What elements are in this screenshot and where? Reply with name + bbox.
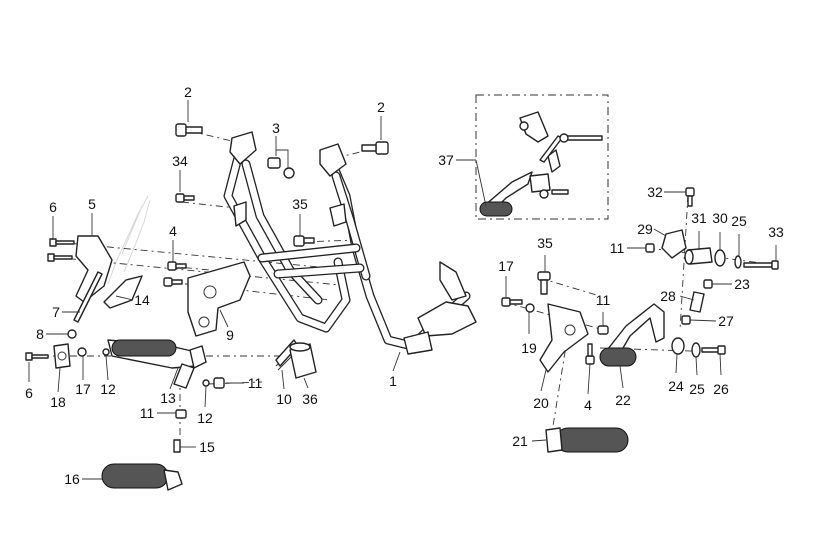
callout-11c: 11: [595, 292, 611, 308]
callout-19: 19: [521, 340, 537, 356]
bolt-6-upper: [47, 238, 75, 262]
callout-27: 27: [718, 313, 734, 329]
callout-24: 24: [668, 378, 684, 394]
shift-pedal-22: [599, 303, 665, 367]
callout-35a: 35: [292, 196, 308, 212]
callout-7: 7: [52, 304, 60, 320]
callout-25b: 25: [689, 381, 705, 397]
callout-28: 28: [660, 288, 676, 304]
bolt-17-right: [501, 297, 523, 307]
callout-14: 14: [134, 292, 150, 308]
callout-4b: 4: [584, 397, 592, 413]
ghost-outline: [107, 195, 151, 285]
arm-29: [661, 229, 687, 259]
pedal-13: [107, 339, 207, 389]
callout-2a: 2: [184, 84, 192, 100]
bolt-33: [743, 260, 779, 270]
callout-6b: 6: [25, 385, 33, 401]
callout-21: 21: [512, 433, 528, 449]
callout-17b: 17: [498, 258, 514, 274]
callout-11b: 11: [247, 375, 263, 391]
callout-2b: 2: [377, 99, 385, 115]
pivot-18: [53, 343, 71, 369]
callout-12a: 12: [100, 381, 116, 397]
callout-36: 36: [302, 391, 318, 407]
callout-3: 3: [272, 120, 280, 136]
bolt-34: [175, 193, 195, 203]
washer-19: [525, 303, 535, 313]
callout-11a: 11: [139, 405, 155, 421]
pin-15: [173, 439, 181, 453]
inset-37: [475, 94, 609, 220]
bolt-26: [701, 345, 726, 355]
callout-37: 37: [438, 152, 454, 168]
callout-25a: 25: [731, 213, 747, 229]
washer-17-left: [77, 347, 87, 357]
callout-26: 26: [713, 381, 729, 397]
callout-1: 1: [389, 373, 397, 389]
callout-12b: 12: [197, 410, 213, 426]
callout-11d: 11: [609, 240, 625, 256]
callout-29: 29: [637, 221, 653, 237]
callout-31: 31: [691, 210, 707, 226]
nut-11-left: [175, 377, 225, 419]
callout-10: 10: [276, 391, 292, 407]
washer-8: [67, 329, 77, 339]
clip-12-left: [102, 348, 110, 356]
callout-16: 16: [64, 471, 80, 487]
bracket-5: [75, 235, 113, 303]
nut-27: [681, 315, 691, 325]
callout-15: 15: [199, 439, 215, 455]
callout-9: 9: [226, 327, 234, 343]
sleeve-31: [684, 247, 713, 265]
nut-23: [703, 279, 713, 289]
bushing-30: [714, 249, 726, 267]
bolt-32: [685, 187, 695, 207]
footrest-16: [101, 463, 183, 491]
washer-24: [671, 337, 685, 355]
callout-23: 23: [734, 276, 750, 292]
main-frame: [223, 131, 477, 355]
washer-25-upper: [734, 255, 742, 269]
bolt-2-right: [361, 141, 389, 155]
callout-22: 22: [615, 392, 631, 408]
callout-17a: 17: [75, 381, 91, 397]
bolt-2-left: [175, 123, 203, 137]
bolt-35-right: [537, 271, 551, 295]
callout-32: 32: [647, 184, 663, 200]
bolt-35-upper: [293, 235, 315, 247]
bolt-4-left: [163, 261, 187, 287]
bracket-9: [187, 261, 251, 337]
nut-11-right: [597, 325, 609, 335]
sleeve-36: [289, 342, 317, 379]
washer-25-lower: [691, 342, 701, 358]
callout-8: 8: [36, 326, 44, 342]
bolt-11-linkage: [645, 243, 655, 253]
rod-7: [73, 271, 103, 323]
callout-13: 13: [160, 390, 176, 406]
footrest-21: [545, 427, 629, 453]
callout-4a: 4: [169, 223, 177, 239]
callout-35b: 35: [537, 235, 553, 251]
rod-28: [689, 291, 705, 313]
callout-33: 33: [768, 224, 784, 240]
callout-5: 5: [88, 196, 96, 212]
callout-30: 30: [712, 210, 728, 226]
callout-18: 18: [50, 394, 66, 410]
nut-3: [267, 157, 295, 179]
callout-20: 20: [533, 395, 549, 411]
bolt-6-lower: [25, 352, 49, 361]
bolt-4-right: [585, 343, 595, 365]
plate-14: [103, 275, 143, 309]
callout-6a: 6: [49, 199, 57, 215]
callout-34: 34: [172, 153, 188, 169]
leader-lines: [28, 100, 777, 480]
bracket-20: [539, 303, 589, 373]
